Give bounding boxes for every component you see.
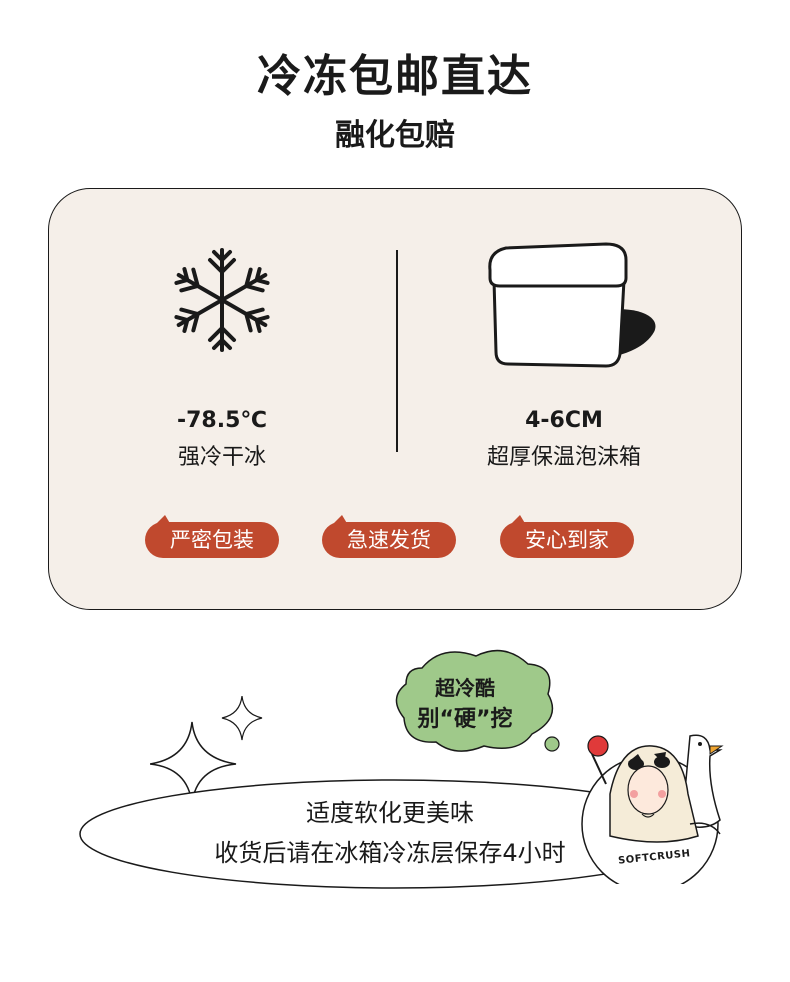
feature-foam-box: 4-6CM 超厚保温泡沫箱 (414, 408, 714, 471)
page-title: 冷冻包邮直达 (257, 51, 533, 102)
feature-value: 4-6CM (525, 408, 603, 433)
feature-label: 强冷干冰 (177, 445, 266, 470)
feature-dry-ice: -78.5℃ 强冷干冰 (72, 408, 372, 471)
storage-notice: 适度软化更美味 收货后请在冰箱冷冻层保存4小时 (120, 793, 660, 873)
mascot-illustration (581, 734, 724, 884)
cloud-line-1: 超冷酷 (435, 676, 495, 700)
speech-cloud-text: 超冷酷 别“硬”挖 (410, 672, 520, 736)
speech-cloud-icon (395, 649, 560, 752)
snowflake-icon (170, 248, 274, 352)
foam-box-icon (488, 242, 656, 368)
card-divider (396, 250, 398, 452)
tag-safe-delivery: 安心到家 (500, 515, 634, 558)
notice-line-1: 适度软化更美味 (306, 799, 474, 827)
tag-secure-packaging: 严密包装 (145, 515, 279, 558)
feature-value: -78.5℃ (176, 408, 268, 433)
cloud-line-2: 别“硬”挖 (417, 707, 513, 732)
tag-fast-shipping: 急速发货 (322, 515, 456, 558)
feature-label: 超厚保温泡沫箱 (486, 445, 641, 470)
notice-line-2: 收货后请在冰箱冷冻层保存4小时 (214, 839, 566, 867)
page-subtitle: 融化包赔 (335, 118, 455, 153)
